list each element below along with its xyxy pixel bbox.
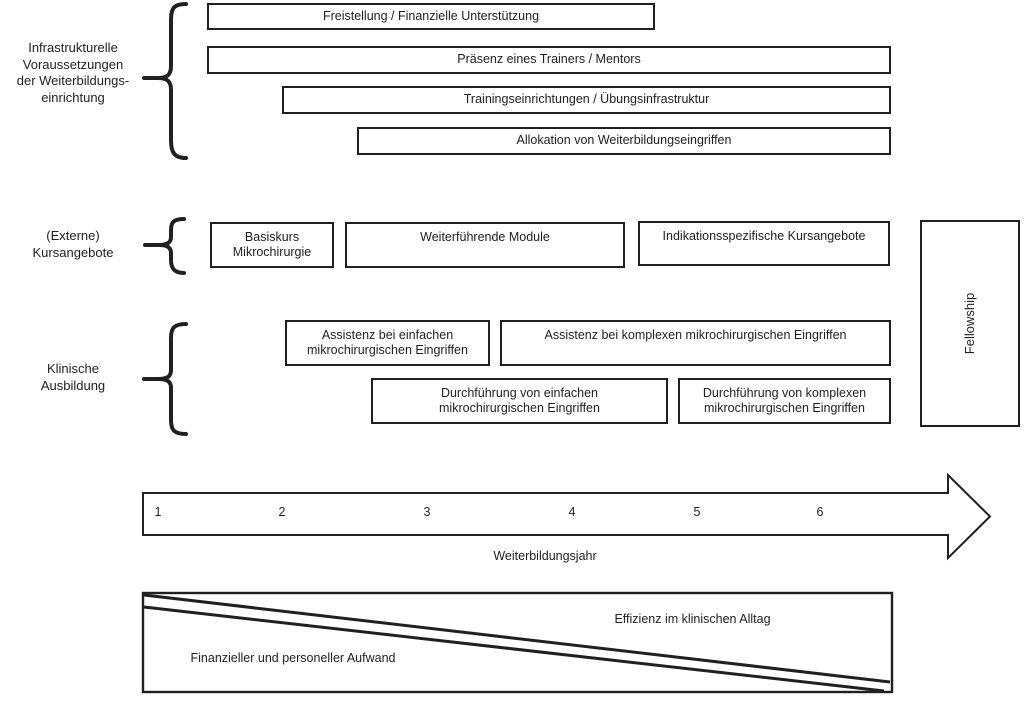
fellowship-label: Fellowship [962, 292, 978, 355]
timeline-tick-1: 1 [154, 505, 162, 519]
timeline-tick-3: 3 [423, 505, 431, 519]
tradeoff-chart [141, 591, 894, 694]
infrastructure-box-trainingseinrichtungen: Trainingseinrichtungen / Übungsinfrastru… [282, 86, 891, 114]
courses-box-indikationsspezifisch: Indikationsspezifische Kursangebote [638, 221, 890, 266]
infrastructure-box-trainer: Präsenz eines Trainers / Mentors [207, 46, 891, 74]
infrastructure-section-label: Infrastrukturelle Voraussetzungen der We… [16, 40, 130, 105]
courses-box-basiskurs: Basiskurs Mikrochirurgie [210, 222, 334, 268]
timeline-axis-label: Weiterbildungsjahr [493, 549, 597, 563]
clinical-box-assistenz-komplex: Assistenz bei komplexen mikrochirurgisch… [500, 320, 891, 366]
timeline-tick-5: 5 [693, 505, 701, 519]
clinical-box-assistenz-einfach: Assistenz bei einfachen mikrochirurgisch… [285, 320, 490, 366]
courses-brace [143, 217, 186, 275]
courses-box-weiterfuehrende-module: Weiterführende Module [345, 222, 625, 268]
tradeoff-cost-label: Finanzieller und personeller Aufwand [190, 651, 396, 665]
clinical-section-label: Klinische Ausbildung [40, 361, 106, 393]
infrastructure-box-freistellung: Freistellung / Finanzielle Unterstützung [207, 3, 655, 30]
tradeoff-efficiency-label: Effizienz im klinischen Alltag [614, 612, 771, 626]
timeline-tick-4: 4 [568, 505, 576, 519]
infrastructure-box-allokation: Allokation von Weiterbildungseingriffen [357, 127, 891, 155]
clinical-brace [142, 322, 188, 436]
timeline-arrow [142, 472, 992, 561]
timeline-tick-6: 6 [816, 505, 824, 519]
clinical-box-durchfuehrung-einfach: Durchführung von einfachen mikrochirurgi… [371, 378, 668, 424]
courses-section-label: (Externe) Kursangebote [32, 228, 114, 260]
infrastructure-brace [142, 2, 188, 160]
clinical-box-durchfuehrung-komplex: Durchführung von komplexen mikrochirurgi… [678, 378, 891, 424]
timeline-tick-2: 2 [278, 505, 286, 519]
fellowship-box: Fellowship [920, 220, 1020, 427]
